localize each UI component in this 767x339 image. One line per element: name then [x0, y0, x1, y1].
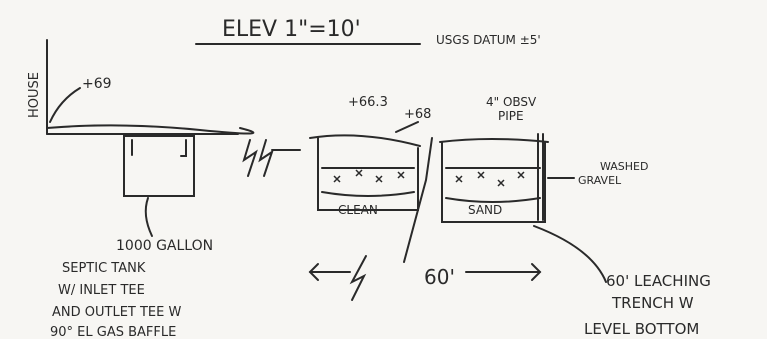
elev-69-label: +69: [82, 76, 112, 92]
tank-label-3: W/ INLET TEE: [58, 283, 145, 298]
distance-label: 60': [424, 265, 455, 289]
dimension-arrow-left: [308, 263, 319, 281]
trench-label-3: LEVEL BOTTOM: [584, 320, 699, 338]
elev-69-arrow: [49, 87, 81, 123]
trench-sand-base: [445, 197, 541, 203]
tank-outlet-tee: [180, 139, 187, 157]
trench-label-2: TRENCH W: [611, 294, 694, 312]
washed-gravel-label-2: GRAVEL: [578, 174, 622, 187]
pipe-break-2: [258, 139, 274, 177]
trench-label-1: 60' LEACHING: [606, 272, 711, 290]
sand-label: SAND: [468, 203, 502, 217]
sketch-title: ELEV 1"=10': [222, 17, 361, 42]
tank-leader: [144, 197, 153, 237]
tank-label-2: SEPTIC TANK: [62, 261, 146, 276]
pipe-break-1: [242, 139, 258, 177]
elev-68-leader: [395, 121, 419, 133]
elev-66-3-label: +66.3: [348, 95, 388, 110]
clean-label: CLEAN: [338, 203, 378, 217]
trench-break: [403, 137, 433, 263]
trench-leader: [533, 225, 607, 283]
trench-sand-outline: [441, 141, 546, 223]
obsv-pipe-label-1: 4" OBSV: [486, 95, 537, 109]
elev-68-label: +68: [404, 107, 431, 122]
trench-sand-ground: [439, 138, 549, 143]
tank-label-1: 1000 GALLON: [116, 238, 213, 254]
dimension-break: [349, 255, 367, 301]
trench-clean-base: [321, 191, 415, 197]
tank-label-5: 90° EL GAS BAFFLE: [50, 325, 176, 339]
obsv-pipe-label-2: PIPE: [498, 109, 524, 123]
gravel-marks: [333, 169, 525, 187]
ground-line: [46, 124, 255, 135]
septic-tank: [123, 135, 195, 197]
washed-gravel-label-1: WASHED: [600, 160, 648, 173]
tank-label-4: AND OUTLET TEE W: [52, 305, 181, 320]
trench-clean-outline: [317, 137, 419, 211]
datum-note: USGS DATUM ±5': [436, 33, 541, 47]
house-label: HOUSE: [27, 72, 42, 118]
trench-clean-ground: [309, 134, 421, 147]
dimension-arrow-right: [531, 263, 542, 281]
